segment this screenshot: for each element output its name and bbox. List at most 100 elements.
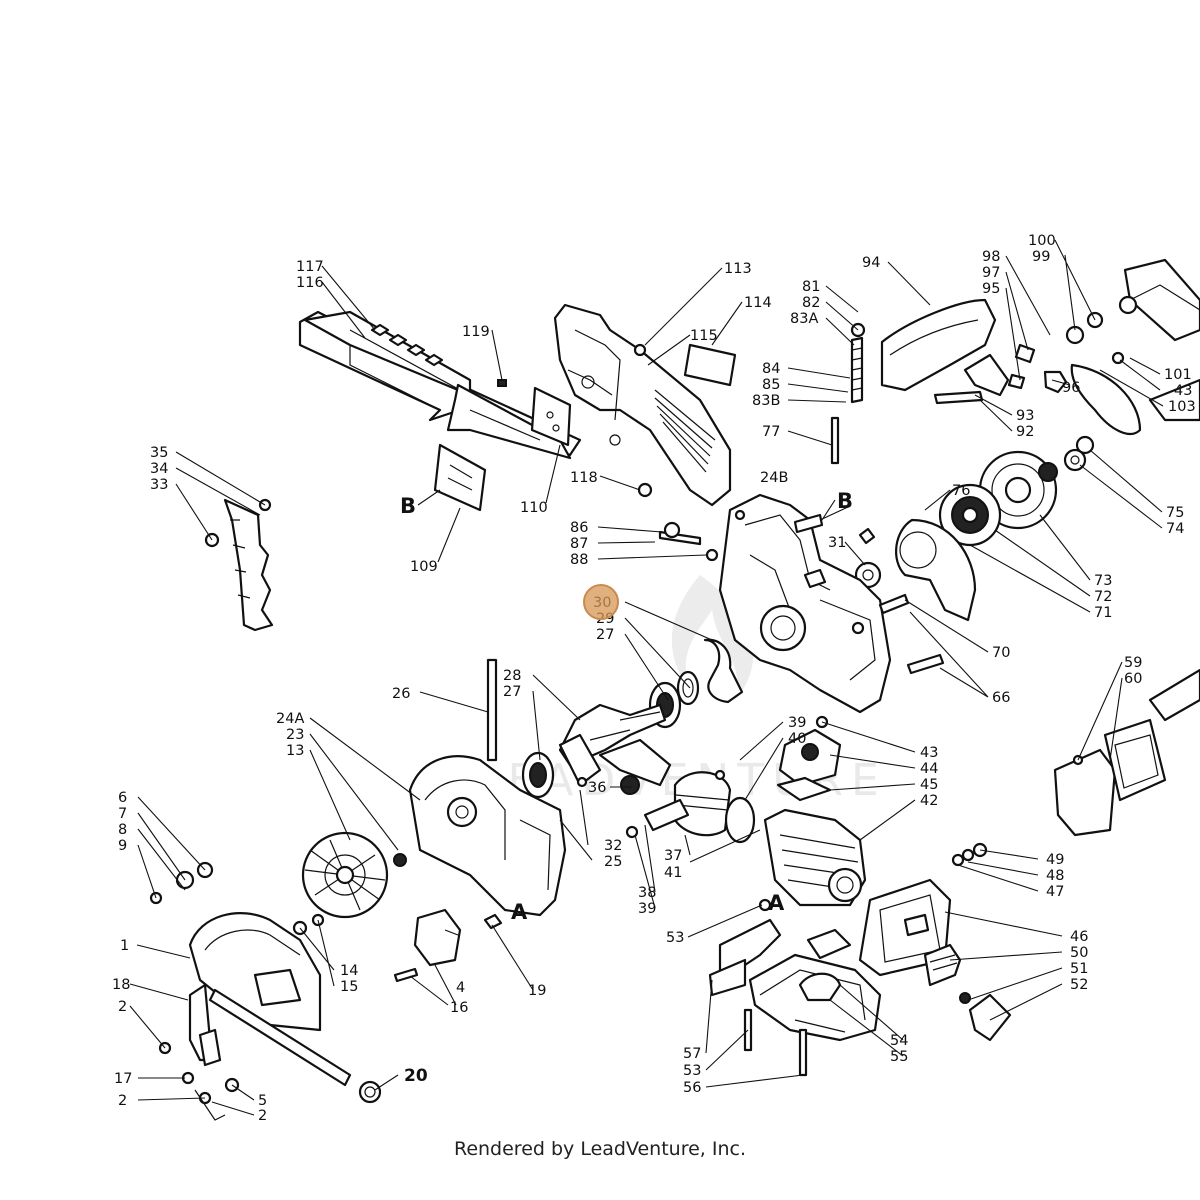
callout-37: 37 (664, 848, 682, 864)
callout-53-top: 53 (666, 930, 684, 946)
callout-116: 116 (296, 275, 324, 291)
callout-73: 73 (1094, 573, 1112, 589)
clutch-drum-sprocket (854, 435, 1095, 622)
callout-39-top: 39 (788, 715, 806, 731)
callout-25: 25 (604, 854, 622, 870)
callout-76: 76 (952, 483, 970, 499)
callout-98: 98 (982, 249, 1000, 265)
callout-50: 50 (1070, 945, 1088, 961)
callout-70: 70 (992, 645, 1010, 661)
section-mark-b-right: B (837, 489, 853, 513)
callout-113: 113 (724, 261, 752, 277)
callout-97: 97 (982, 265, 1000, 281)
callout-57: 57 (683, 1046, 701, 1062)
section-marks: B B A A (400, 489, 853, 924)
callout-42: 42 (920, 793, 938, 809)
callout-82: 82 (802, 295, 820, 311)
callout-53-bottom: 53 (683, 1063, 701, 1079)
callout-43: 43 (920, 745, 938, 761)
callout-77: 77 (762, 424, 780, 440)
callout-92: 92 (1016, 424, 1034, 440)
callout-54: 54 (890, 1033, 908, 1049)
callout-99: 99 (1032, 249, 1050, 265)
callout-83A: 83A (790, 311, 818, 327)
section-mark-a-right: A (768, 891, 785, 915)
callout-75: 75 (1166, 505, 1184, 521)
callout-101: 101 (1164, 367, 1192, 383)
callout-35: 35 (150, 445, 168, 461)
callout-6: 6 (118, 790, 127, 806)
callout-13: 13 (286, 743, 304, 759)
callout-26: 26 (392, 686, 410, 702)
callout-84: 84 (762, 361, 780, 377)
callout-5: 5 (258, 1093, 267, 1109)
crankshaft-assembly (521, 638, 744, 799)
callout-49: 49 (1046, 852, 1064, 868)
guide-bar-assembly (298, 310, 582, 512)
callout-87: 87 (570, 536, 588, 552)
callout-20: 20 (404, 1066, 428, 1086)
callout-9: 9 (118, 838, 127, 854)
callout-33: 33 (150, 477, 168, 493)
selected-part-hotspot[interactable] (583, 584, 619, 620)
callout-48: 48 (1046, 868, 1064, 884)
callout-40: 40 (788, 731, 806, 747)
callout-27-top: 27 (596, 627, 614, 643)
callout-27-bottom: 27 (503, 684, 521, 700)
callout-labels: 117 116 119 113 114 115 110 118 109 35 3… (112, 233, 1196, 1124)
callout-55: 55 (890, 1049, 908, 1065)
callout-14: 14 (340, 963, 358, 979)
callout-59: 59 (1124, 655, 1142, 671)
callout-110: 110 (520, 500, 548, 516)
callout-24B: 24B (760, 470, 788, 486)
crankcase-right (658, 322, 945, 714)
section-mark-b-left: B (400, 494, 416, 518)
callout-2-a: 2 (118, 999, 127, 1015)
callout-74: 74 (1166, 521, 1184, 537)
callout-45: 45 (920, 777, 938, 793)
callout-17: 17 (114, 1071, 132, 1087)
callout-118: 118 (570, 470, 598, 486)
callout-32: 32 (604, 838, 622, 854)
callout-96: 96 (1062, 380, 1080, 396)
callout-36: 36 (588, 780, 606, 796)
callout-100: 100 (1028, 233, 1056, 249)
callout-94: 94 (862, 255, 880, 271)
leader-lines (129, 239, 1164, 1116)
callout-60: 60 (1124, 671, 1142, 687)
callout-71: 71 (1094, 605, 1112, 621)
callout-7: 7 (118, 806, 127, 822)
callout-119: 119 (462, 324, 490, 340)
callout-24A: 24A (276, 711, 304, 727)
front-handle-guard (880, 258, 1200, 436)
callout-19: 19 (528, 983, 546, 999)
callout-31: 31 (828, 535, 846, 551)
piston-cylinder (620, 715, 867, 912)
callout-56: 56 (683, 1080, 701, 1096)
callout-2-b: 2 (118, 1093, 127, 1109)
callout-43-top: 43 (1174, 383, 1192, 399)
callout-38: 38 (638, 885, 656, 901)
callout-15: 15 (340, 979, 358, 995)
callout-103: 103 (1168, 399, 1196, 415)
callout-2-c: 2 (258, 1108, 267, 1124)
footer-credit: Rendered by LeadVenture, Inc. (453, 1138, 747, 1160)
callout-39-bottom: 39 (638, 901, 656, 917)
callout-93: 93 (1016, 408, 1034, 424)
callout-4: 4 (456, 980, 465, 996)
callout-115: 115 (690, 328, 718, 344)
callout-95: 95 (982, 281, 1000, 297)
callout-85: 85 (762, 377, 780, 393)
callout-114: 114 (744, 295, 772, 311)
callout-51: 51 (1070, 961, 1088, 977)
callout-28: 28 (503, 668, 521, 684)
callout-117: 117 (296, 259, 324, 275)
chain-guard-cover (553, 303, 737, 507)
callout-86: 86 (570, 520, 588, 536)
callout-66: 66 (992, 690, 1010, 706)
callout-83B: 83B (752, 393, 780, 409)
bumper-spike (204, 498, 274, 632)
callout-1: 1 (120, 938, 129, 954)
callout-41: 41 (664, 865, 682, 881)
